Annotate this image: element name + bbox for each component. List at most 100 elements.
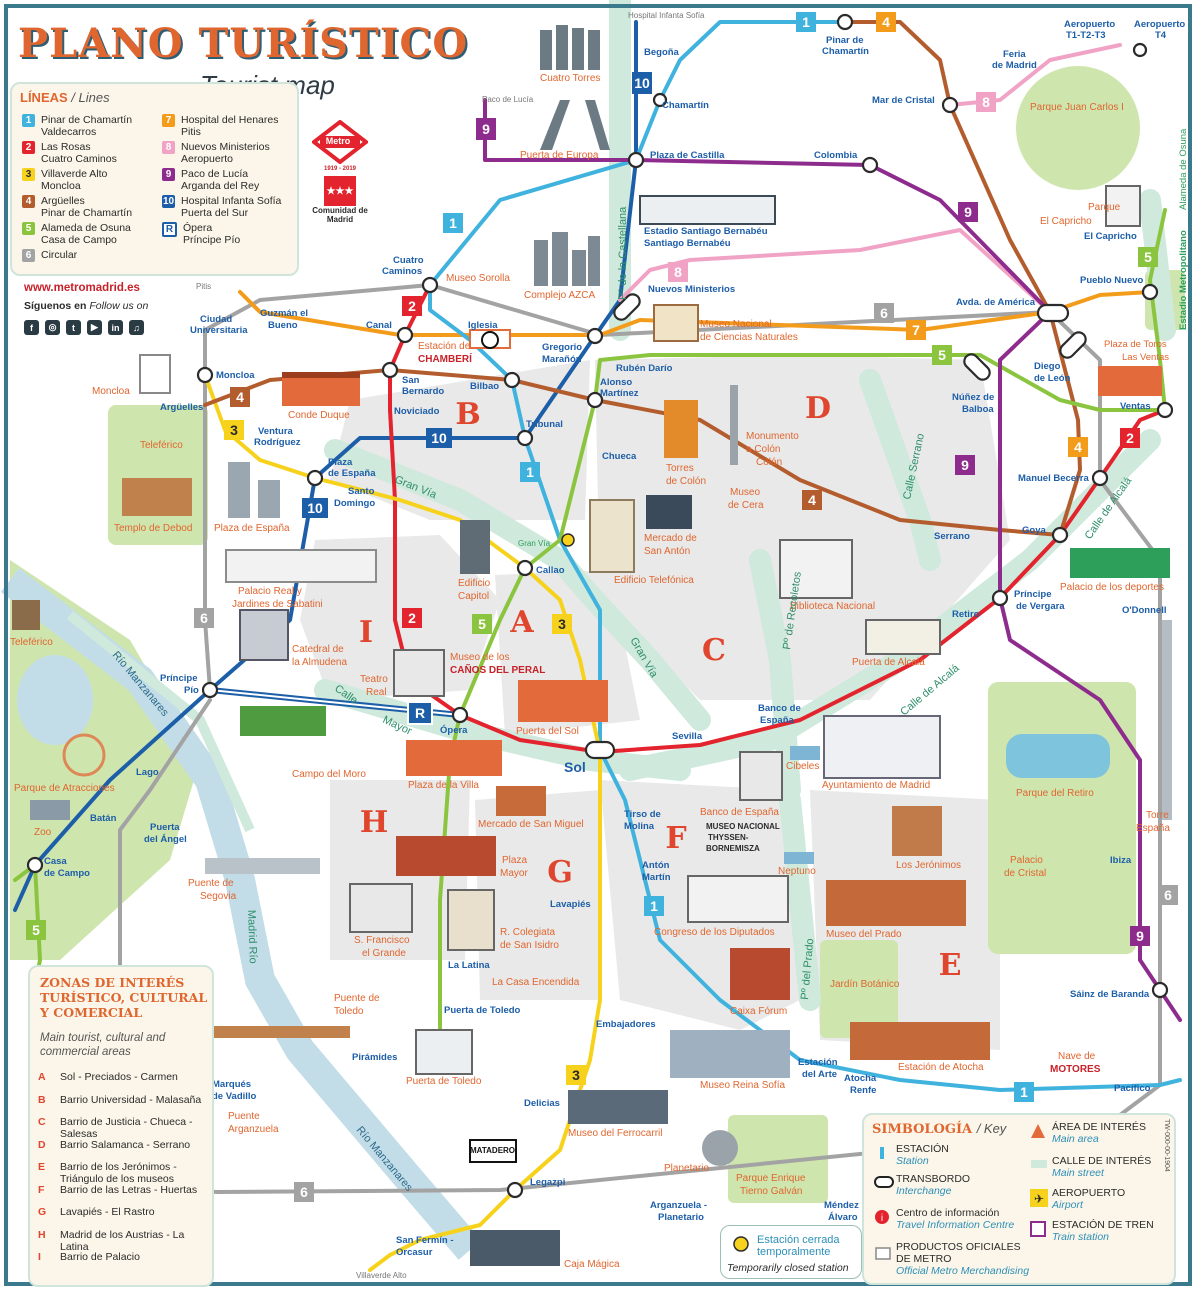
puerta-sol-icon — [518, 680, 608, 722]
ayuntamiento-icon — [823, 715, 941, 779]
svg-text:Ibiza: Ibiza — [1110, 855, 1132, 866]
svg-text:H: H — [360, 805, 388, 840]
svg-text:9: 9 — [964, 204, 972, 220]
zone-text: Barrio de Palacio — [60, 1251, 140, 1263]
svg-text:Parque del Retiro: Parque del Retiro — [1016, 788, 1094, 799]
spotify-icon[interactable]: ♫ — [129, 320, 144, 335]
svg-text:Pº de la Castellana: Pº de la Castellana — [617, 206, 629, 300]
svg-text:Retiro: Retiro — [952, 609, 980, 620]
svg-text:del Ángel: del Ángel — [144, 834, 187, 845]
svg-text:Madrid Río: Madrid Río — [245, 910, 259, 964]
svg-text:3: 3 — [558, 616, 566, 632]
svg-text:Bueno: Bueno — [268, 320, 298, 331]
svg-text:Aeropuerto: Aeropuerto — [1134, 19, 1185, 30]
svg-text:4: 4 — [236, 389, 244, 405]
svg-text:Chamartín: Chamartín — [662, 100, 709, 111]
svg-text:A: A — [509, 605, 534, 640]
svg-text:5: 5 — [32, 922, 40, 938]
svg-text:Cibeles: Cibeles — [786, 761, 819, 772]
svg-text:✈: ✈ — [1034, 1192, 1044, 1206]
comunidad-text: Comunidad de Madrid — [312, 206, 368, 224]
svg-text:Manuel Becerra: Manuel Becerra — [1018, 473, 1089, 484]
line-legend-text: Hospital Infanta Sofía Puerta del Sur — [181, 195, 282, 219]
svg-text:de Vadillo: de Vadillo — [212, 1091, 257, 1102]
svg-text:Mercado de San Miguel: Mercado de San Miguel — [478, 819, 584, 830]
twitter-icon[interactable]: t — [66, 320, 81, 335]
line-badge-icon: 2 — [22, 141, 35, 154]
azca-icon — [534, 232, 600, 286]
airport-icon: ✈ — [1030, 1189, 1048, 1212]
svg-text:9: 9 — [1136, 928, 1144, 944]
svg-text:Villaverde Alto: Villaverde Alto — [356, 1271, 407, 1280]
metro-logo: Metro 1919 - 2019 ★★★ Comunidad de Madri… — [310, 119, 370, 224]
svg-text:Chueca: Chueca — [602, 451, 637, 462]
svg-text:Palacio Real y: Palacio Real y — [238, 586, 302, 597]
svg-text:Canal: Canal — [366, 320, 392, 331]
svg-text:Tierno Galván: Tierno Galván — [740, 1186, 802, 1197]
svg-text:Sol: Sol — [564, 759, 586, 775]
svg-text:MATADERO: MATADERO — [470, 1146, 515, 1155]
svg-text:de Vergara: de Vergara — [1016, 601, 1065, 612]
svg-text:Antón: Antón — [642, 860, 670, 871]
svg-text:Caja Mágica: Caja Mágica — [564, 1259, 620, 1270]
biblioteca-icon — [779, 539, 853, 599]
svg-text:S. Francisco: S. Francisco — [354, 935, 410, 946]
svg-text:Real: Real — [366, 687, 387, 698]
svg-text:Templo de Debod: Templo de Debod — [114, 523, 192, 534]
svg-text:Legazpi: Legazpi — [530, 1177, 565, 1188]
svg-text:Batán: Batán — [90, 813, 117, 824]
svg-text:Lavapiés: Lavapiés — [550, 899, 591, 910]
linkedin-icon[interactable]: in — [108, 320, 123, 335]
youtube-icon[interactable]: ▶ — [87, 320, 102, 335]
svg-text:I: I — [359, 615, 373, 650]
svg-text:Ventura: Ventura — [258, 426, 294, 437]
svg-text:6: 6 — [300, 1184, 308, 1200]
svg-text:G: G — [547, 855, 573, 890]
svg-text:Colón: Colón — [756, 457, 782, 468]
san-isidro-icon — [447, 889, 495, 951]
closed-station-text: Estación cerrada temporalmente — [757, 1234, 840, 1258]
svg-text:Teleférico: Teleférico — [140, 440, 183, 451]
svg-text:1: 1 — [1020, 1084, 1028, 1100]
svg-text:Ópera: Ópera — [440, 724, 468, 736]
website-link[interactable]: www.metromadrid.es — [24, 282, 140, 294]
svg-text:Moncloa: Moncloa — [216, 370, 255, 381]
river-manzanares — [0, 568, 482, 1260]
line-10 — [13, 20, 638, 912]
zone-letter: H — [38, 1228, 46, 1241]
line-legend-text: Hospital del Henares Pitis — [181, 114, 279, 138]
svg-text:Pirámides: Pirámides — [352, 1052, 397, 1063]
zone-text: Barrio de las Letras - Huertas — [60, 1183, 198, 1196]
teatro-real-icon — [393, 649, 445, 697]
svg-text:Rodríguez: Rodríguez — [254, 437, 301, 448]
svg-text:Arganzuela: Arganzuela — [228, 1124, 279, 1135]
facebook-icon[interactable]: f — [24, 320, 39, 335]
area-icon — [1030, 1123, 1046, 1144]
zoo-icon — [30, 800, 70, 820]
svg-text:Museo Nacional: Museo Nacional — [700, 319, 772, 330]
svg-text:de Colón: de Colón — [666, 476, 706, 487]
svg-text:Embajadores: Embajadores — [596, 1019, 656, 1030]
svg-text:Aeropuerto: Aeropuerto — [1064, 19, 1115, 30]
svg-text:O'Donnell: O'Donnell — [1122, 605, 1166, 616]
instagram-icon[interactable]: ◎ — [45, 320, 60, 335]
plaza-villa-icon — [406, 740, 502, 776]
svg-text:Pío: Pío — [184, 685, 199, 696]
san-francisco-icon — [349, 883, 413, 933]
svg-text:D: D — [805, 391, 831, 426]
svg-text:Príncipe: Príncipe — [1014, 589, 1052, 600]
svg-text:de León: de León — [1034, 373, 1071, 384]
svg-text:Santo: Santo — [348, 486, 375, 497]
svg-text:Álvaro: Álvaro — [828, 1212, 858, 1223]
svg-text:Ciudad: Ciudad — [200, 314, 232, 325]
svg-text:9: 9 — [482, 121, 490, 137]
atocha-icon — [850, 1022, 990, 1060]
line-badge-icon: 8 — [162, 141, 175, 154]
zone-letters: A B C D E F G H I — [359, 391, 961, 983]
